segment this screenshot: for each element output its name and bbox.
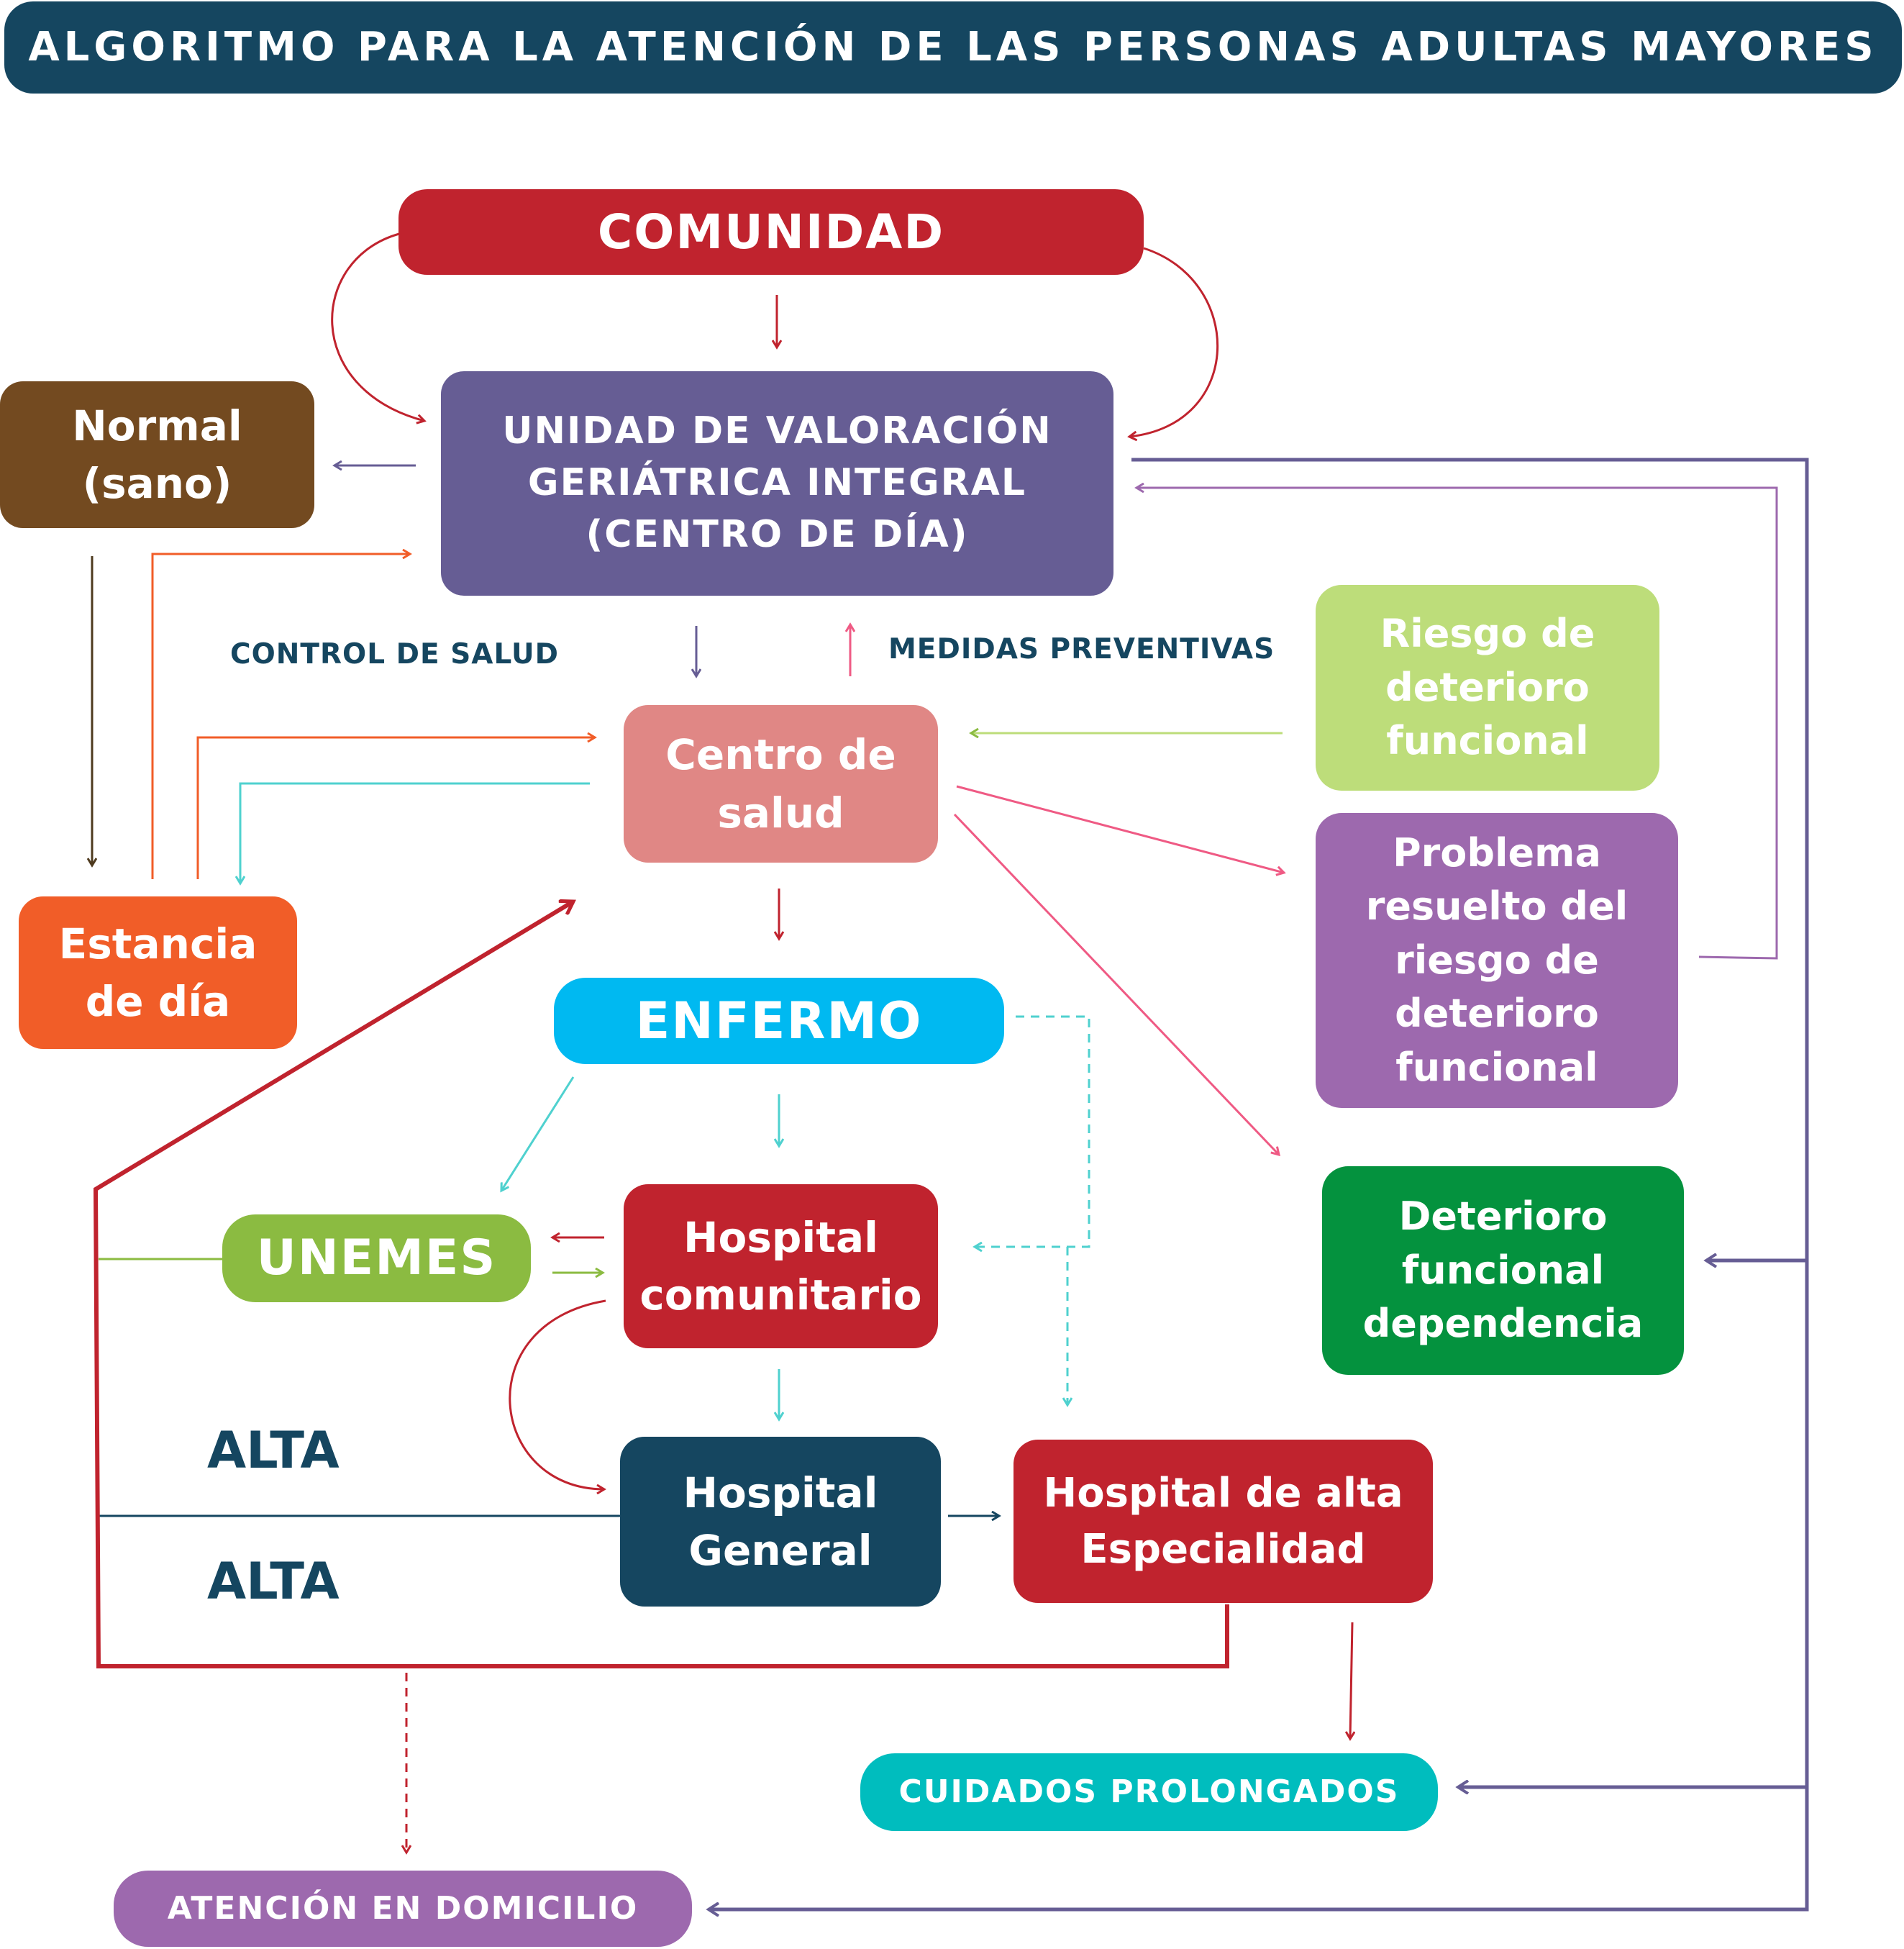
label-alta-2: ALTA [207, 1552, 340, 1611]
line-alta-return [93, 901, 1229, 1668]
node-hospital-general: Hospital General [620, 1437, 941, 1607]
node-cuidados: CUIDADOS PROLONGADOS [860, 1753, 1438, 1831]
node-hospital-alta: Hospital de alta Especialidad [1014, 1440, 1433, 1603]
node-centro-salud: Centro de salud [624, 705, 938, 863]
arrow-comunidad-uvgi-right [1129, 247, 1219, 437]
title-bar: ALGORITMO PARA LA ATENCIÓN DE LAS PERSON… [4, 1, 1902, 94]
arrow-centro-deterioro [953, 813, 1279, 1155]
node-domicilio: ATENCIÓN EN DOMICILIO [114, 1871, 692, 1947]
arrow-enfermo-hcomunitario-dashed [975, 1015, 1090, 1247]
label-alta-1: ALTA [207, 1421, 340, 1480]
node-estancia: Estancia de día [19, 896, 297, 1049]
arrow-enfermo-unemes [501, 1076, 575, 1191]
node-riesgo: Riesgo de deterioro funcional [1316, 585, 1659, 791]
arrow-centro-estancia [240, 782, 590, 883]
node-uvgi: UNIDAD DE VALORACIÓN GERIÁTRICA INTEGRAL… [441, 371, 1113, 596]
arrow-estancia-centro [196, 737, 595, 879]
page-title: ALGORITMO PARA LA ATENCIÓN DE LAS PERSON… [28, 24, 1878, 71]
label-medidas-preventivas: MEDIDAS PREVENTIVAS [888, 633, 1275, 665]
node-comunidad: COMUNIDAD [398, 189, 1144, 275]
arrow-estancia-uvgi [151, 554, 410, 879]
arrow-comunidad-uvgi-left [331, 232, 424, 421]
label-control-salud: CONTROL DE SALUD [230, 638, 559, 671]
node-hospital-comunitario: Hospital comunitario [624, 1184, 938, 1348]
arrow-centro-problema [956, 785, 1284, 873]
node-problema: Problema resuelto del riesgo de deterior… [1316, 813, 1678, 1108]
node-unemes: UNEMES [222, 1214, 531, 1302]
arrow-hcomunitario-hgeneral-curve [509, 1299, 606, 1489]
arrow-problema-uvgi [1137, 488, 1778, 960]
node-deterioro: Deterioro funcional dependencia [1322, 1166, 1684, 1375]
line-uvgi-trunk [709, 458, 1809, 1909]
node-enfermo: ENFERMO [554, 978, 1004, 1064]
node-normal: Normal (sano) [0, 381, 314, 528]
arrow-halta-cuidados [1350, 1622, 1352, 1739]
